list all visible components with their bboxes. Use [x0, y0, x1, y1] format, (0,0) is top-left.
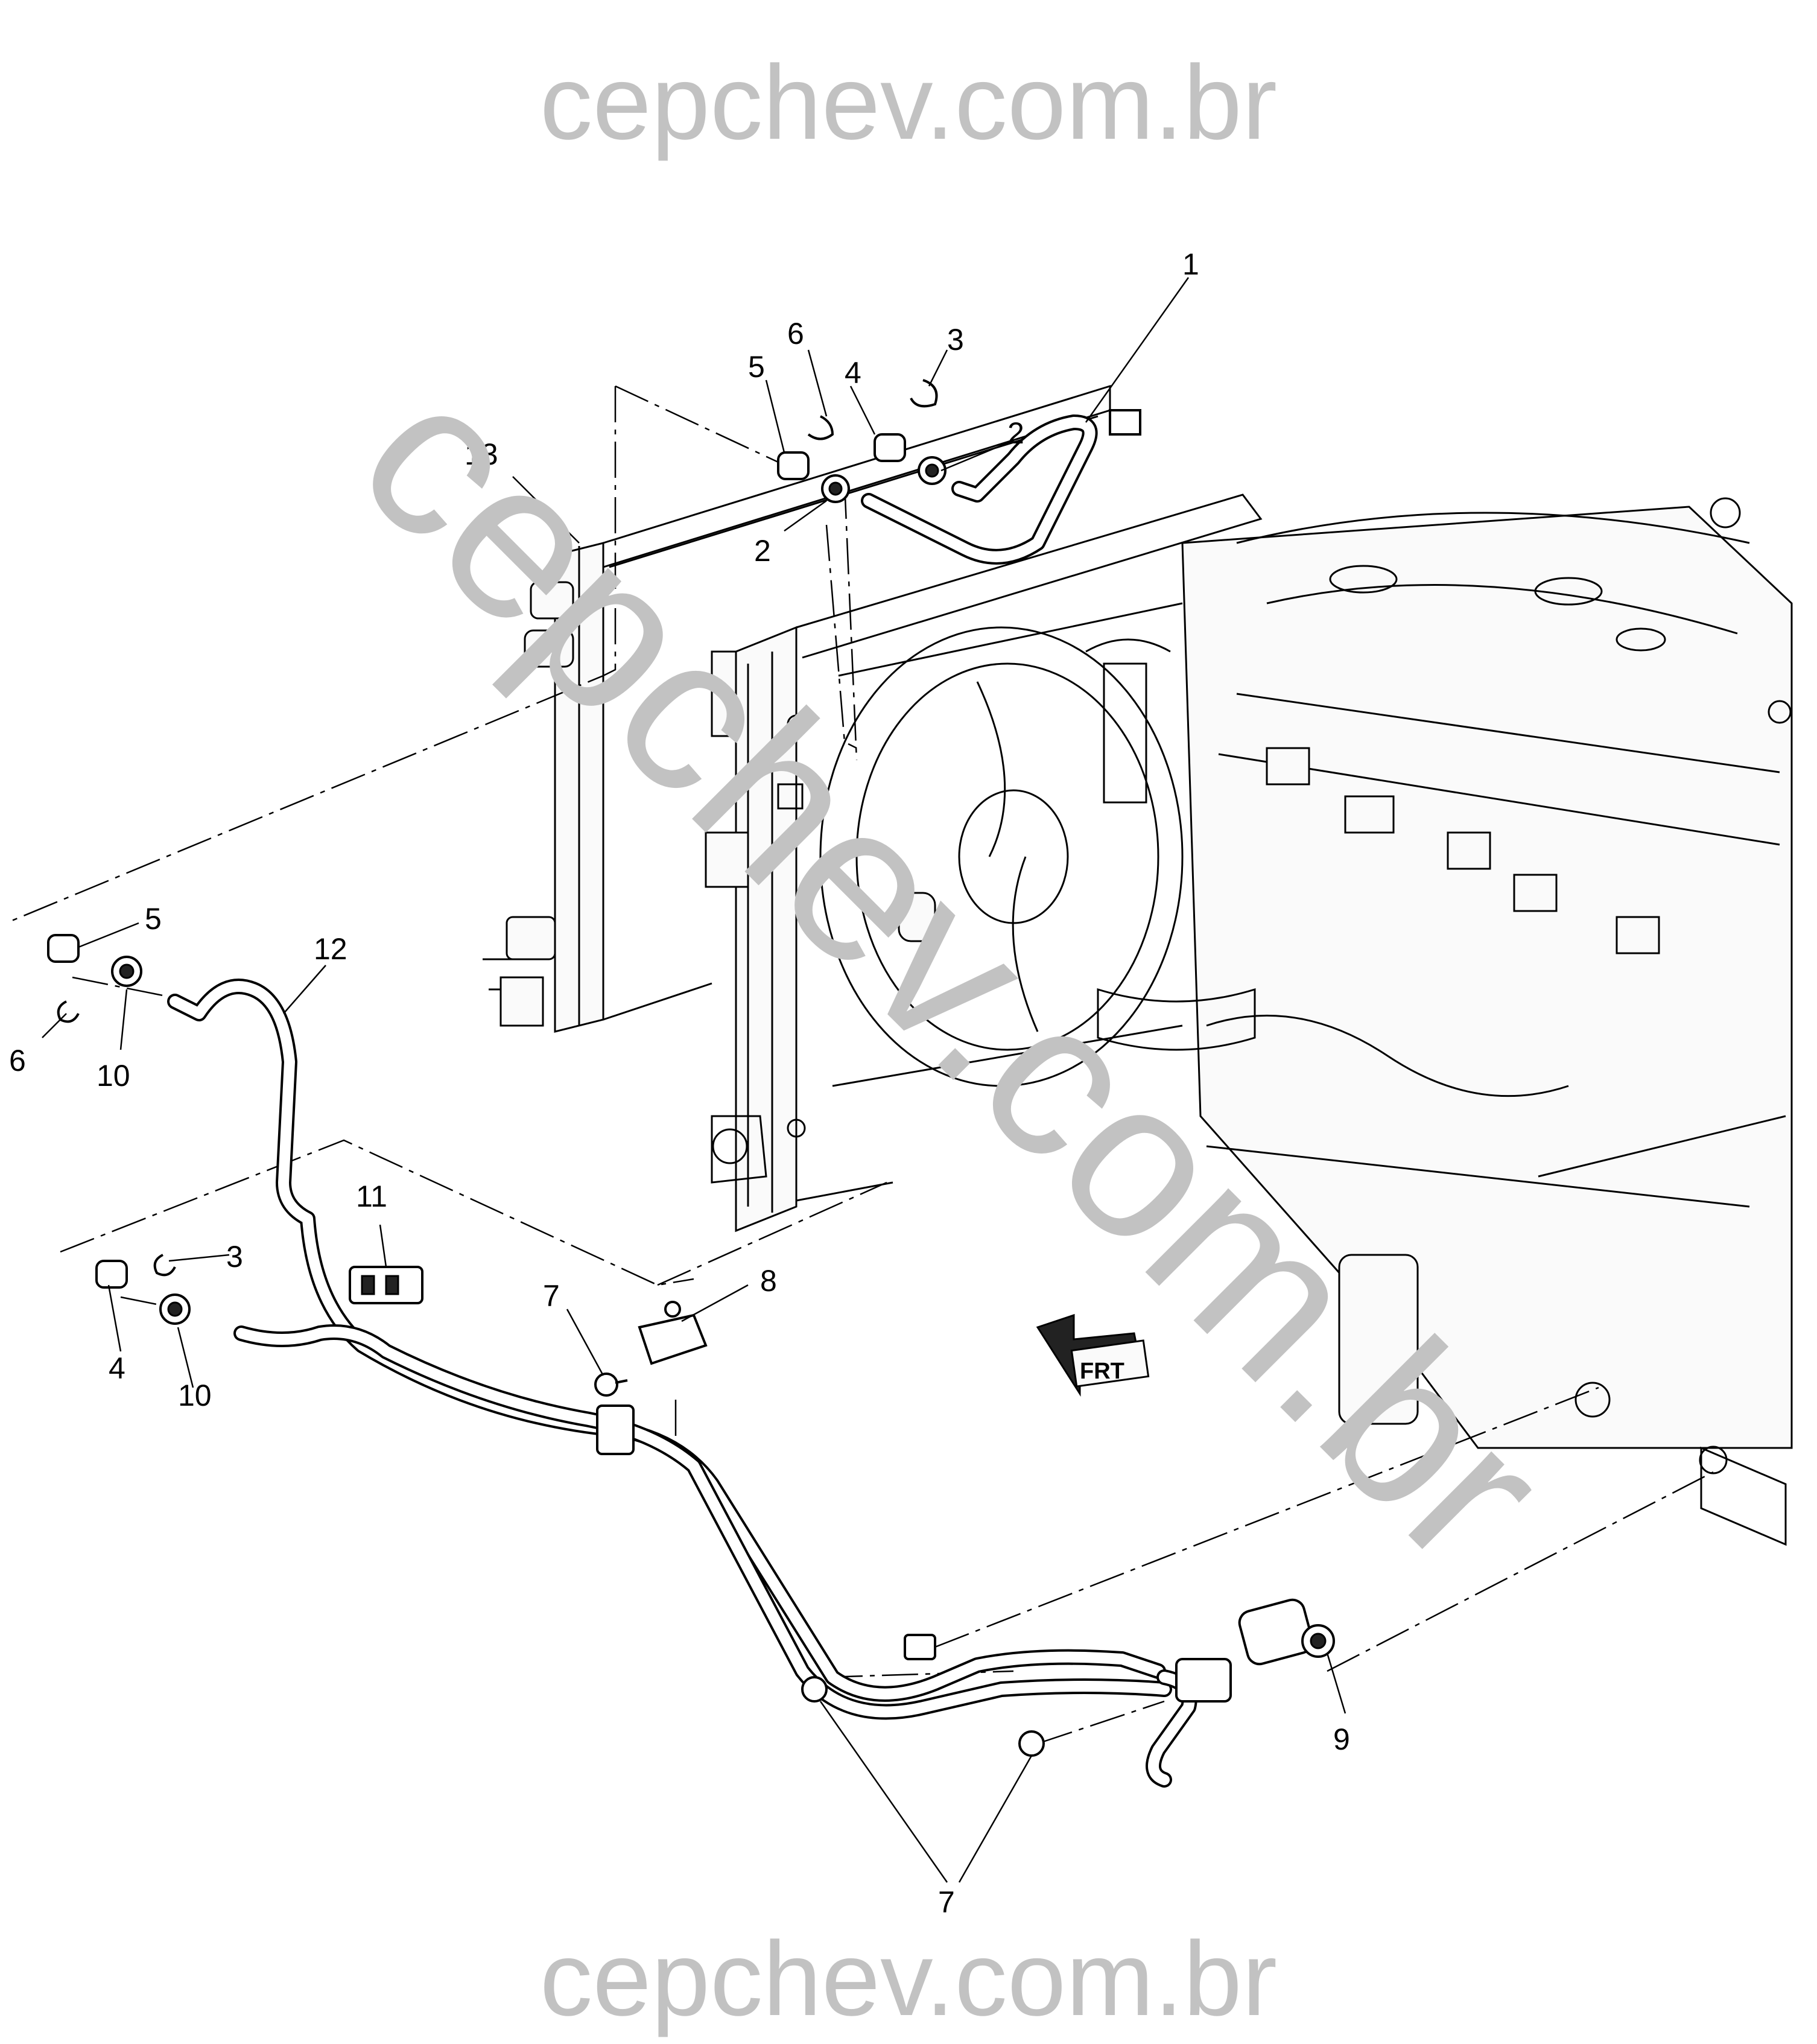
callout-3: 3 [226, 1240, 243, 1274]
callout-5: 5 [748, 350, 765, 384]
callout-6: 6 [9, 1044, 26, 1078]
seal-5-left [47, 934, 80, 963]
callout-10: 10 [97, 1059, 130, 1093]
bracket-8 [638, 1313, 708, 1365]
callout-12: 12 [314, 932, 347, 966]
fan-shroud [819, 602, 1184, 1087]
callout-6: 6 [787, 317, 804, 351]
exploded-view-lines [5, 385, 1714, 1745]
watermark-top: cepchev.com.br [540, 44, 1277, 162]
callout-7: 7 [938, 1885, 955, 1919]
cooler-line-12 [167, 979, 1232, 1788]
bolt-7-upper [594, 1373, 618, 1397]
callout-4: 4 [845, 356, 861, 390]
condenser-frame [705, 494, 1263, 1233]
seal-4-left [95, 1260, 128, 1289]
upper-pipe-1 [861, 414, 1098, 565]
frt-label: FRT [1080, 1359, 1124, 1384]
callout-5: 5 [145, 902, 162, 936]
bolt-7-lower-left [801, 1676, 828, 1703]
callout-labels: 1 2 2 3 3 4 4 5 5 6 6 7 7 8 9 10 10 11 1… [9, 247, 1350, 1919]
callout-7: 7 [543, 1279, 560, 1313]
callout-8: 8 [760, 1264, 777, 1298]
callout-3: 3 [947, 323, 964, 357]
callout-leaders [42, 277, 1346, 1883]
callout-4: 4 [109, 1351, 125, 1385]
callout-11: 11 [356, 1179, 387, 1213]
clip-3-upper [910, 379, 938, 408]
clip-3-left [153, 1254, 176, 1277]
radiator-assembly [483, 384, 1111, 1033]
seal-5-upper [777, 451, 810, 480]
callout-13: 13 [465, 437, 498, 471]
watermark-bottom: cepchev.com.br [540, 1920, 1277, 2038]
clip-6-upper [807, 415, 834, 440]
fittings [47, 379, 1335, 1757]
gasket-9 [1238, 1598, 1314, 1666]
callout-2: 2 [754, 534, 771, 568]
callout-1: 1 [1182, 247, 1199, 281]
callout-9: 9 [1333, 1722, 1350, 1756]
engine-block [1085, 497, 1793, 1546]
callout-10: 10 [178, 1379, 212, 1412]
bolt-7-lower-right [1018, 1730, 1045, 1757]
seal-4-upper [874, 433, 906, 462]
callout-2: 2 [1007, 416, 1024, 450]
engine-assembly-illustration [483, 384, 1793, 1546]
front-direction-marker: FRT [1036, 1313, 1150, 1397]
